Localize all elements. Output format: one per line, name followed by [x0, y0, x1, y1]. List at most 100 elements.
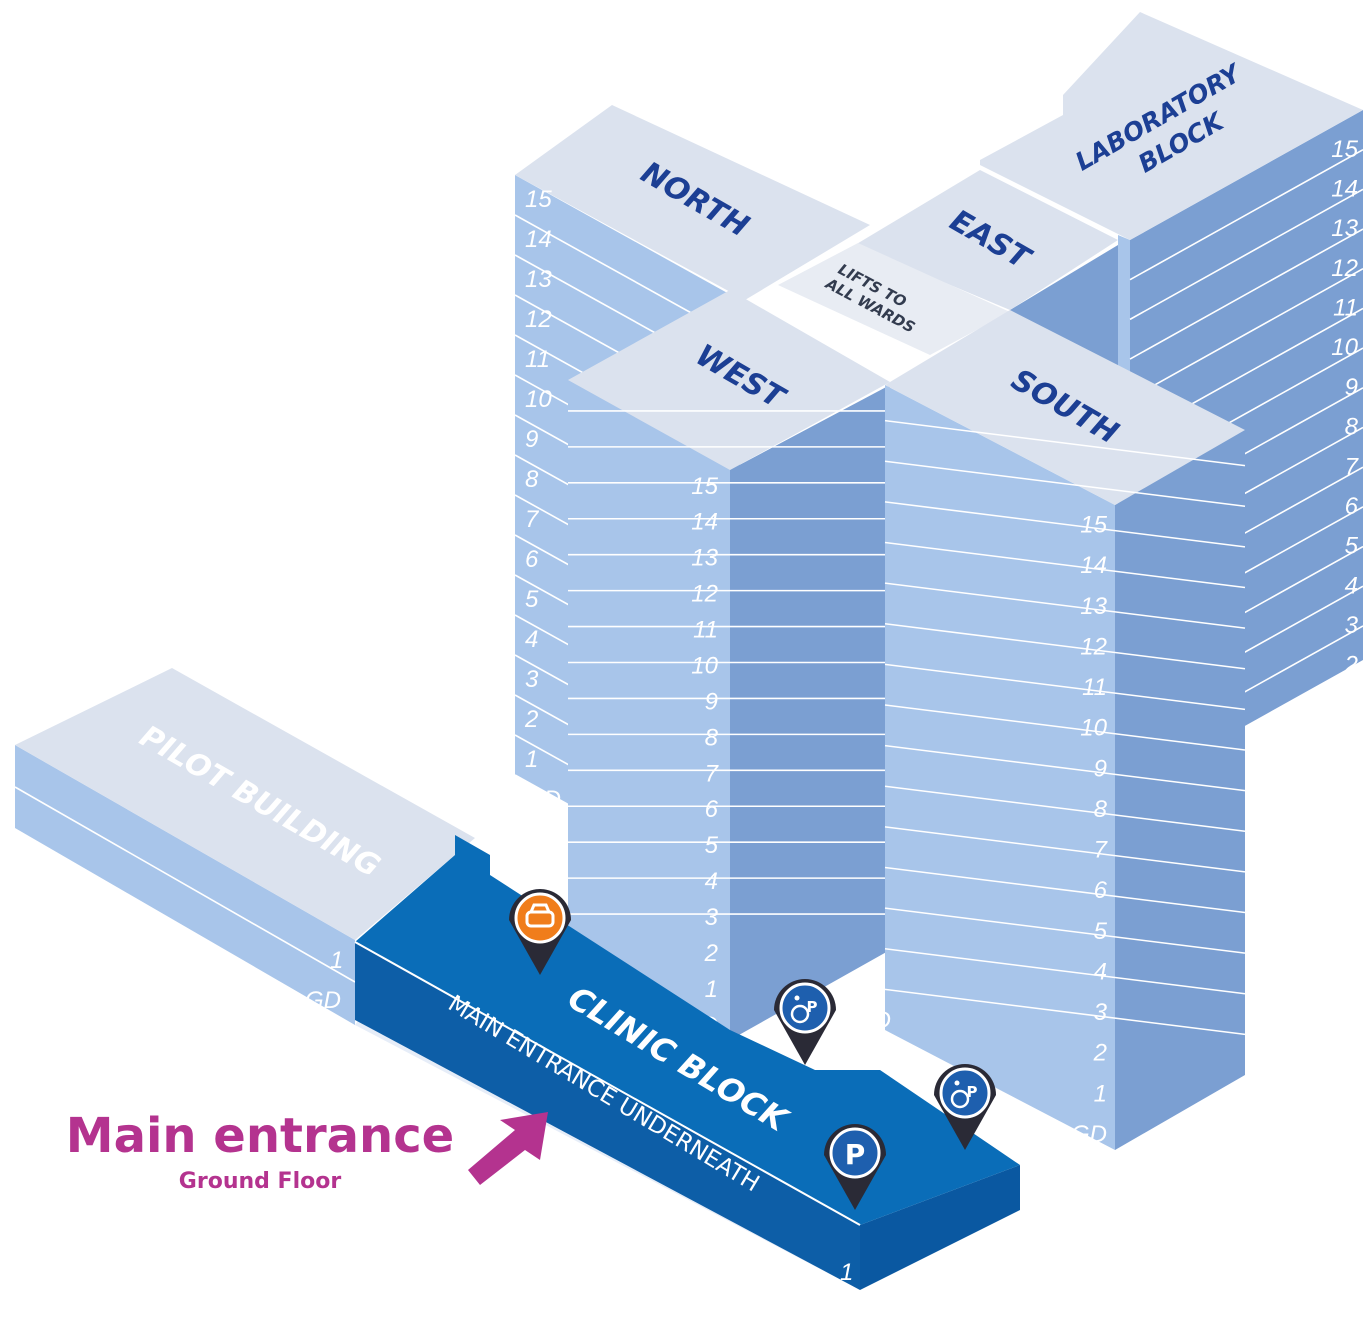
main-entrance-title: Main entrance — [66, 1108, 454, 1164]
floor-number: 9 — [705, 688, 718, 715]
floor-number: 15 — [1080, 512, 1107, 539]
floor-number: 13 — [525, 266, 552, 293]
floor-line — [884, 541, 1246, 589]
north-roof — [515, 105, 870, 300]
floor-number: 8 — [705, 724, 719, 751]
west-right-face — [730, 385, 890, 1040]
floor-number: 14 — [691, 509, 718, 536]
clinic-right-face — [860, 1165, 1020, 1290]
floor-number: 1 — [705, 976, 718, 1003]
west-front-face — [568, 380, 730, 1040]
floor-number: 12 — [691, 581, 718, 608]
parking-icon: P — [845, 1138, 866, 1171]
floor-number: 5 — [525, 586, 539, 613]
laboratory-roof — [980, 12, 1363, 240]
floor-number: 2 — [524, 706, 538, 733]
lifts-roof — [778, 243, 1010, 355]
floor-number: 13 — [1331, 215, 1358, 242]
floor-number: 1 — [1094, 1080, 1107, 1107]
floor-number: 8 — [525, 466, 539, 493]
floor-number: 15 — [525, 186, 552, 213]
floor-number: 8 — [1345, 414, 1359, 441]
floor-number: 9 — [1345, 374, 1358, 401]
clinic-floor-1: 1 — [840, 1259, 853, 1286]
floor-number: 7 — [525, 506, 540, 533]
south-roof — [885, 310, 1245, 505]
floor-number: 12 — [1331, 255, 1358, 282]
taxi-icon — [525, 903, 555, 928]
floor-number: 14 — [1331, 175, 1358, 202]
floor-number: 15 — [691, 473, 718, 500]
floor-number: 4 — [1345, 572, 1358, 599]
floor-number: 13 — [1080, 593, 1107, 620]
clinic-edge — [354, 941, 861, 1226]
floor-number: 14 — [525, 226, 552, 253]
floor-number: 10 — [691, 652, 718, 679]
clinic-front-face — [355, 942, 860, 1290]
entrance-arrow-icon — [468, 1112, 548, 1185]
floor-number: 7 — [1094, 837, 1109, 864]
markers-layer: P P P — [509, 889, 996, 1210]
floor-number: 12 — [1080, 633, 1107, 660]
floor-number: 1 — [525, 746, 538, 773]
floor-number: GD — [1071, 1121, 1107, 1148]
pilot-floor-1: 1 — [330, 947, 343, 974]
pilot-roof — [15, 668, 475, 940]
floor-number: 5 — [1345, 533, 1359, 560]
floor-number: 9 — [1094, 755, 1107, 782]
west-floor-lines — [568, 410, 890, 915]
floor-number: 10 — [525, 386, 552, 413]
svg-text:P: P — [967, 1083, 978, 1101]
disabled-parking-icon: P — [950, 1080, 978, 1109]
floor-number: 2 — [1344, 652, 1358, 679]
south-right-face — [1115, 430, 1245, 1150]
floor-number: 6 — [1345, 493, 1359, 520]
floor-number: GD — [1322, 731, 1358, 758]
floor-line — [884, 785, 1246, 833]
floor-number: 7 — [1345, 453, 1360, 480]
main-entrance-callout[interactable]: Main entrance Ground Floor — [66, 1108, 548, 1194]
south-front-face — [885, 385, 1115, 1150]
floor-number: 4 — [525, 626, 538, 653]
floor-number: 14 — [1080, 552, 1107, 579]
pilot-building[interactable]: PILOT BUILDING 1 GD — [14, 668, 475, 1025]
floor-number: 2 — [1093, 1040, 1107, 1067]
west-low-floor-gd: GD — [855, 1007, 891, 1034]
floor-number: 4 — [705, 868, 718, 895]
map-marker-disabled-parking-icon[interactable]: P — [774, 979, 836, 1065]
map-marker-disabled-parking-icon[interactable]: P — [934, 1064, 996, 1150]
floor-number: 3 — [525, 666, 539, 693]
floor-number: 10 — [1331, 334, 1358, 361]
floor-number: 6 — [705, 796, 719, 823]
floor-number: 13 — [691, 545, 718, 572]
floor-line — [884, 501, 1246, 548]
east-roof — [855, 170, 1118, 310]
floor-number: 6 — [1094, 877, 1108, 904]
floor-number: 3 — [1094, 999, 1108, 1026]
floor-line — [1129, 268, 1363, 400]
floor-line — [884, 988, 1246, 1036]
floor-number: 11 — [693, 617, 718, 644]
floor-number: 11 — [1333, 295, 1358, 322]
floor-number: 11 — [1082, 674, 1107, 701]
main-entrance-subtitle: Ground Floor — [179, 1169, 342, 1194]
floor-number: 6 — [525, 546, 539, 573]
map-marker-taxi-icon[interactable] — [509, 889, 571, 975]
lifts-area[interactable]: LIFTS TO ALL WARDS — [778, 243, 1010, 355]
map-marker-parking-icon[interactable]: P — [824, 1124, 886, 1210]
floor-line — [884, 622, 1246, 670]
floor-line — [884, 419, 1246, 467]
pilot-floor-line — [14, 786, 356, 983]
floor-line — [884, 663, 1246, 711]
floor-number: 8 — [1094, 796, 1108, 823]
floor-line — [1129, 228, 1363, 360]
floor-number: 10 — [1080, 715, 1107, 742]
floor-number: GD — [525, 786, 561, 813]
floor-number: 12 — [525, 306, 552, 333]
